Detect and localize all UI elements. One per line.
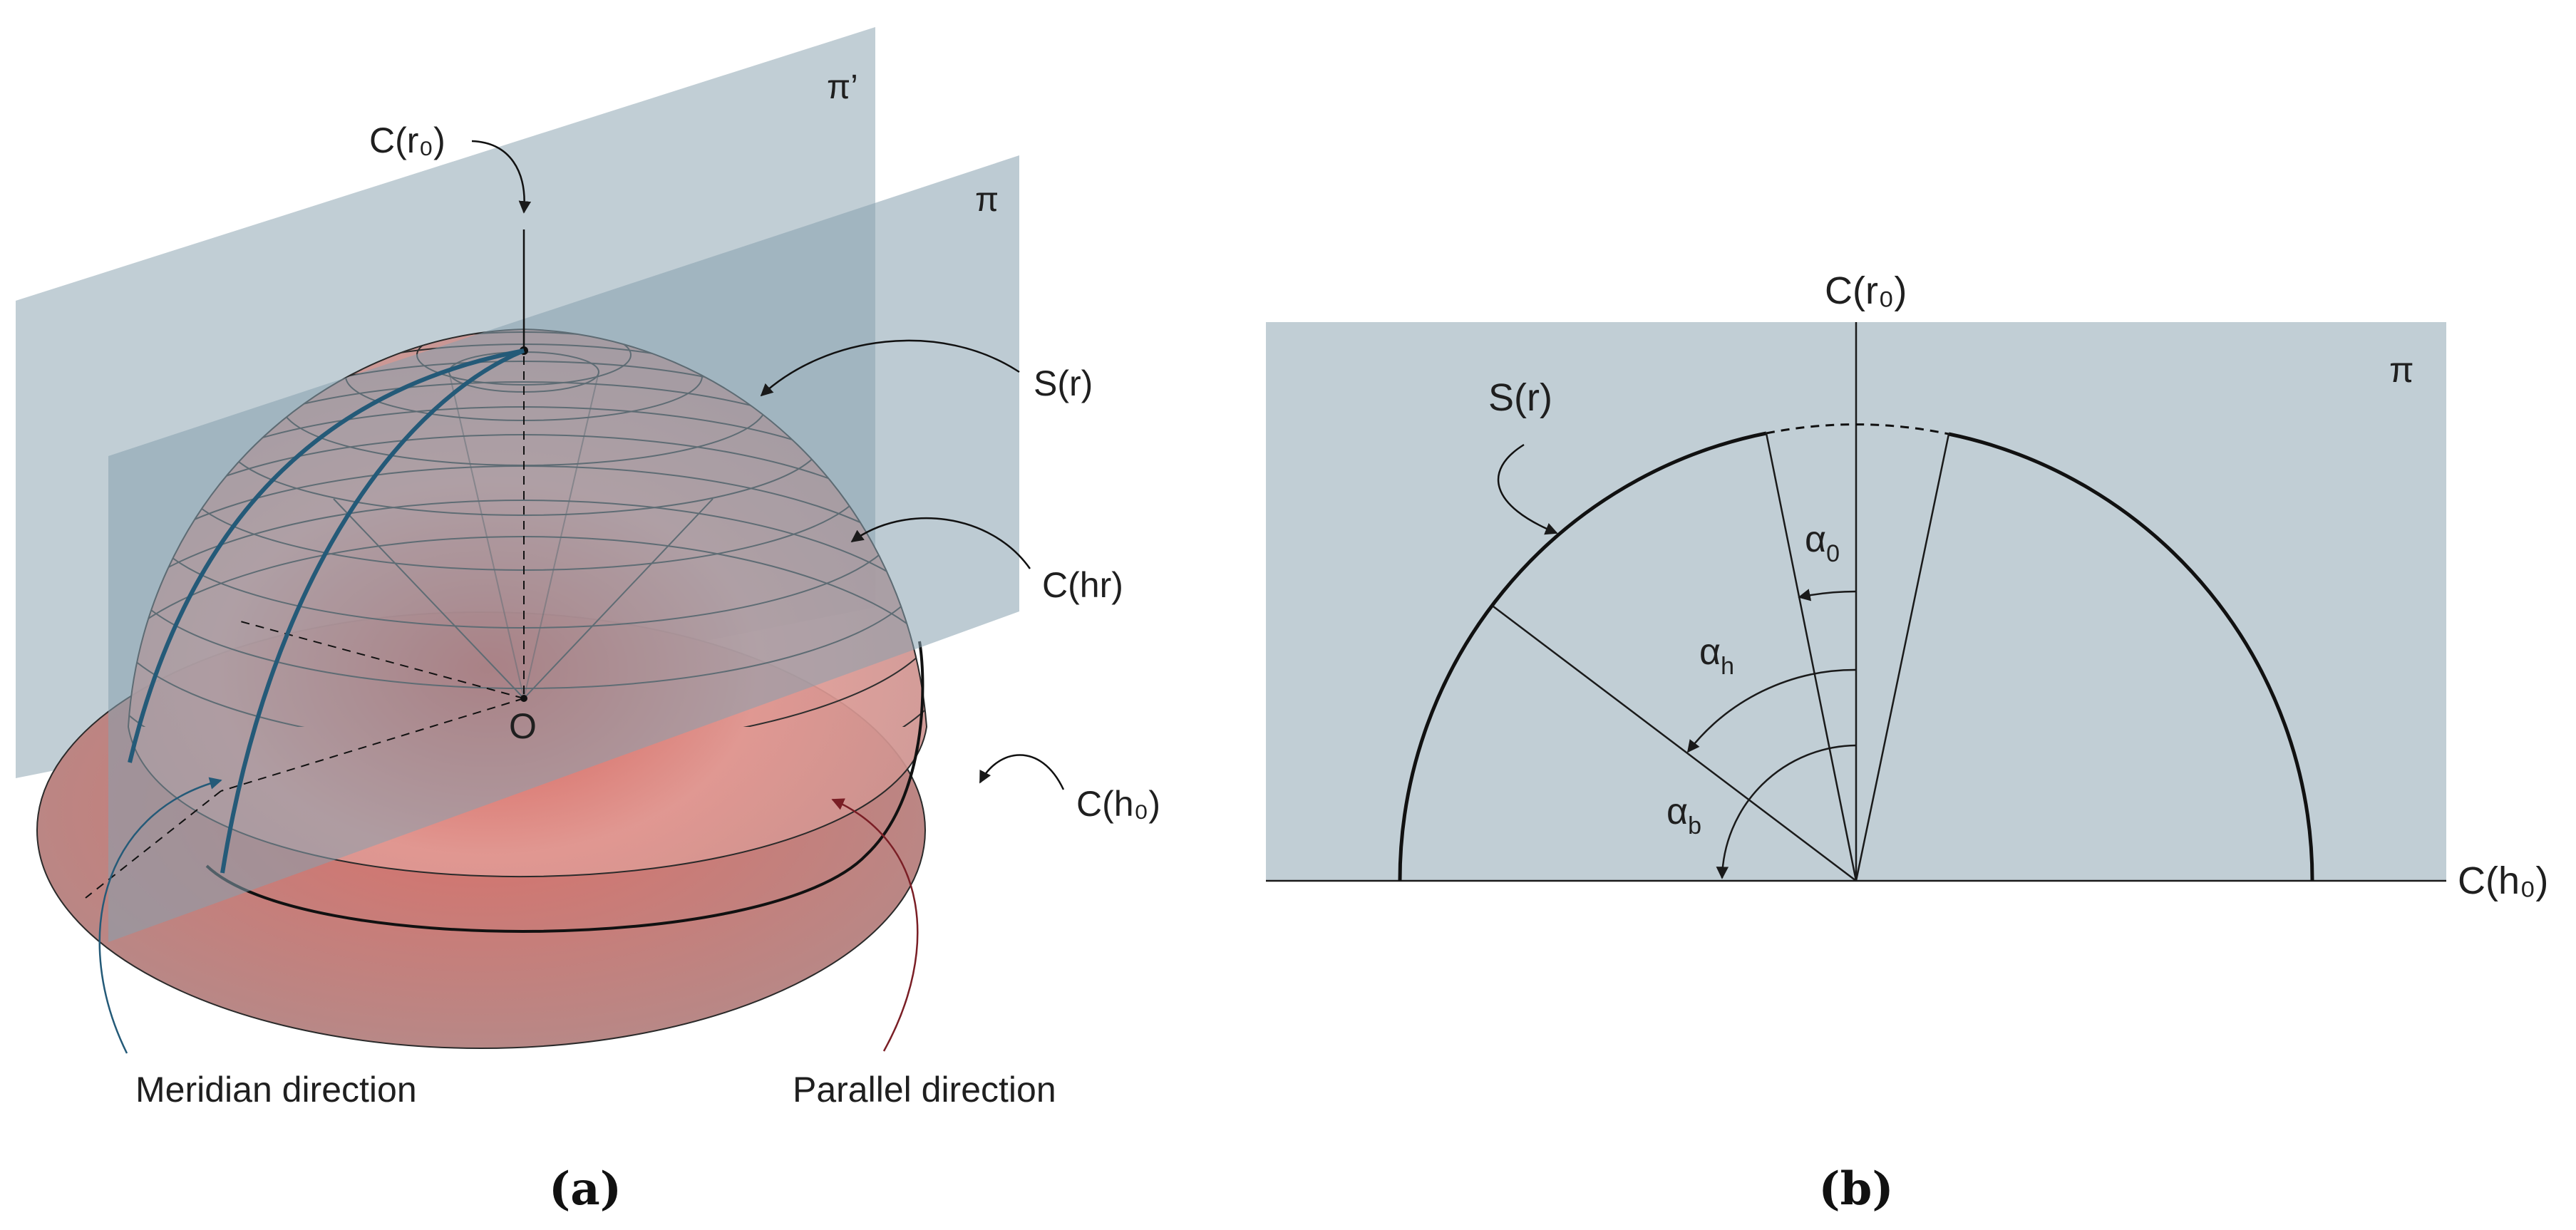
alpha-b-sub: b bbox=[1688, 812, 1701, 839]
label-alpha-0: α0 bbox=[1805, 519, 1840, 567]
angle-arc-alpha-h bbox=[1686, 668, 1857, 753]
radius-alpha-h bbox=[1493, 606, 1857, 882]
label-s-r-b: S(r) bbox=[1488, 376, 1552, 419]
leader-s-r bbox=[760, 339, 1020, 397]
arc-dashed-top bbox=[1766, 423, 1949, 435]
label-c-r0-a: C(r₀) bbox=[369, 120, 445, 160]
leader-c-hr bbox=[850, 517, 1031, 569]
radius-alpha0-left bbox=[1765, 433, 1858, 882]
angle-arc-alpha0 bbox=[1798, 589, 1857, 601]
panel-b: C(r₀) π S(r) C(h₀) α0 αh αb (b) bbox=[1266, 269, 2548, 1216]
plane-pi bbox=[108, 155, 1019, 942]
label-alpha-b: αb bbox=[1666, 791, 1701, 839]
label-parallel-direction: Parallel direction bbox=[793, 1070, 1056, 1110]
label-s-r-a: S(r) bbox=[1034, 363, 1093, 403]
alpha-h-sub: h bbox=[1721, 653, 1734, 680]
radius-alpha0-right bbox=[1855, 433, 1950, 882]
label-alpha-h: αh bbox=[1699, 631, 1734, 680]
hidden-line-1 bbox=[235, 619, 525, 699]
alpha-0-sub: 0 bbox=[1826, 540, 1840, 567]
label-c-h0-a: C(h₀) bbox=[1076, 784, 1160, 824]
caption-b: (b) bbox=[1818, 1162, 1893, 1216]
alpha-h-base: α bbox=[1699, 631, 1721, 673]
hidden-line-2 bbox=[220, 698, 525, 792]
label-meridian-direction: Meridian direction bbox=[135, 1070, 417, 1110]
leader-s-r-b bbox=[1497, 443, 1558, 535]
angle-arc-alpha-b bbox=[1716, 744, 1857, 879]
panel-a: π’ π C(r₀) S(r) C(hr) C(h₀) O Meridian d… bbox=[16, 27, 1160, 1216]
meridian-1 bbox=[128, 348, 525, 763]
alpha-0-base: α bbox=[1805, 519, 1826, 560]
label-pi-prime: π’ bbox=[827, 68, 858, 106]
equator-line bbox=[205, 641, 924, 933]
caption-a: (a) bbox=[549, 1162, 622, 1216]
leader-c-h0 bbox=[979, 754, 1065, 790]
leader-meridian bbox=[98, 777, 222, 1054]
label-pi-b: π bbox=[2389, 350, 2414, 390]
arc-right bbox=[1948, 432, 2314, 882]
leader-parallel bbox=[831, 798, 919, 1052]
leader-c-r0 bbox=[471, 140, 532, 214]
label-c-hr: C(hr) bbox=[1042, 565, 1123, 605]
meridian-2 bbox=[220, 348, 525, 874]
label-origin: O bbox=[509, 706, 537, 746]
label-c-h0-b: C(h₀) bbox=[2458, 859, 2548, 902]
label-c-r0-b: C(r₀) bbox=[1825, 269, 1907, 312]
arc-left bbox=[1398, 431, 1767, 882]
alpha-b-base: α bbox=[1666, 791, 1688, 832]
label-pi: π bbox=[975, 181, 999, 219]
